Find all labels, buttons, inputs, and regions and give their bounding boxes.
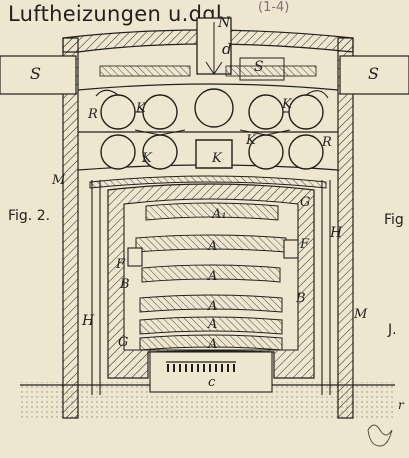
- label-K-5: K: [246, 133, 256, 148]
- label-G-upper: G: [300, 195, 311, 210]
- label-K-1: K: [136, 101, 146, 116]
- label-K-2: K: [282, 97, 292, 112]
- label-S-mid: S: [254, 59, 264, 75]
- side-ducts-S: [0, 55, 409, 95]
- label-c: c: [208, 375, 216, 390]
- label-F-left: F: [116, 257, 126, 272]
- flow-arrows: [95, 89, 329, 136]
- side-openings-F: [127, 239, 299, 267]
- flue-pipes-H: [91, 180, 331, 395]
- right-margin-letter-2: r: [398, 398, 404, 412]
- label-M-right: M: [354, 307, 368, 322]
- page-heading: Luftheizungen u.dgl.: [8, 2, 229, 26]
- label-B-left: B: [120, 277, 130, 292]
- label-N: N: [218, 15, 231, 31]
- label-F-right: F: [300, 237, 310, 252]
- heating-tubes-K: [100, 88, 324, 170]
- grate-plate: [89, 175, 327, 189]
- label-G-lower: G: [118, 335, 129, 350]
- label-B-right: B: [296, 291, 306, 306]
- right-margin-letter: J.: [388, 322, 397, 338]
- label-A-3: A: [208, 269, 218, 284]
- label-R-left: R: [88, 107, 98, 122]
- heating-plates-A: [135, 202, 287, 351]
- label-A-4: A: [208, 299, 218, 314]
- label-M-left: M: [52, 173, 66, 188]
- label-K-4: K: [212, 151, 222, 166]
- label-A-5: A: [208, 317, 218, 332]
- label-d: d: [222, 40, 232, 58]
- top-duct-N: [196, 17, 232, 75]
- label-A1: A₁: [212, 207, 227, 222]
- figure-caption: Fig. 2.: [8, 208, 51, 224]
- label-A-6: A: [208, 337, 218, 352]
- right-margin-caption: Fig: [384, 212, 404, 228]
- label-S-right: S: [368, 64, 379, 83]
- label-A-2: A: [208, 239, 218, 254]
- label-H-right: H: [330, 225, 343, 241]
- handwritten-page-reference: (1-4): [258, 0, 290, 15]
- label-K-3: K: [142, 151, 152, 166]
- fire-grate-c: [149, 351, 273, 393]
- margin-doodle: [367, 424, 393, 447]
- label-R-right: R: [322, 135, 332, 150]
- label-H-left: H: [82, 313, 95, 329]
- label-S-left: S: [30, 64, 41, 83]
